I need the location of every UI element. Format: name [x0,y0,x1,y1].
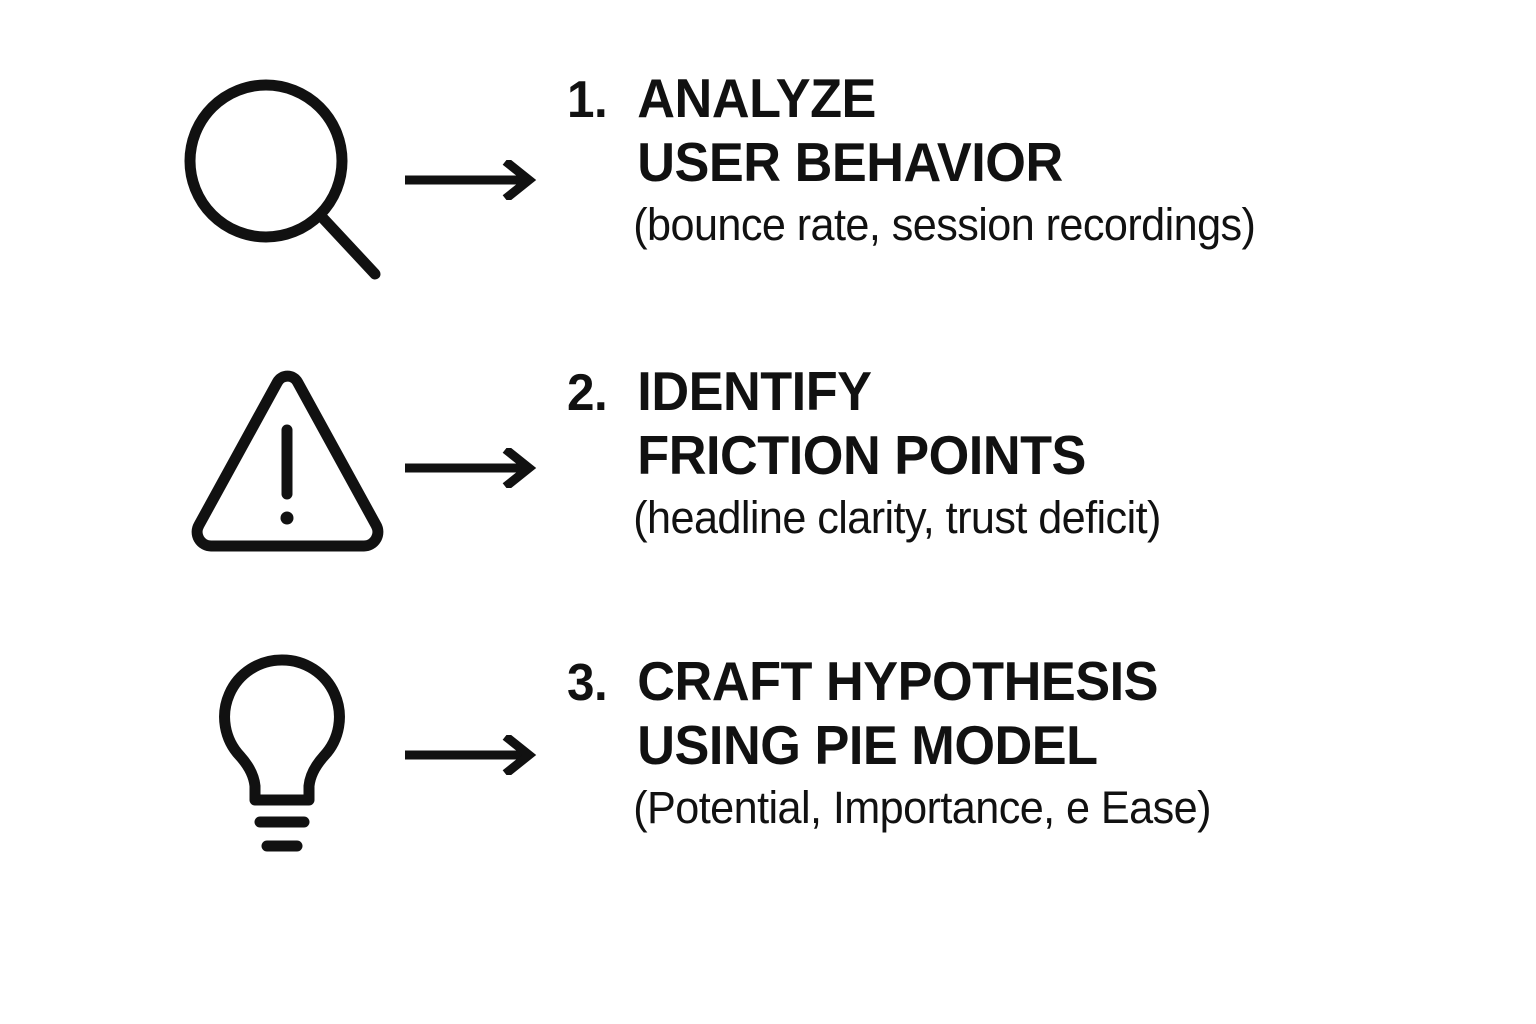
step-icon-cell [175,352,405,582]
step-heading-line-1: ANALYZE [637,67,876,129]
step-heading-line-2: USER BEHAVIOR [637,131,1063,193]
lightbulb-icon [219,654,345,852]
arrow-right-icon [405,448,537,488]
step-text-cell: 1. ANALYZE USER BEHAVIOR (bounce rate, s… [555,60,1536,251]
step-heading-secondary: USING PIE MODEL [567,714,1488,776]
step-icon-cell [175,642,405,872]
magnifier-icon [184,79,381,280]
step-text-cell: 2. IDENTIFY FRICTION POINTS (headline cl… [555,352,1536,544]
step-row: 3. CRAFT HYPOTHESIS USING PIE MODEL (Pot… [0,642,1536,892]
arrow-right-icon [405,160,537,200]
step-heading-line-2: USING PIE MODEL [637,714,1098,776]
step-heading-secondary: USER BEHAVIOR [567,131,1488,193]
step-subtitle: (bounce rate, session recordings) [633,199,1256,250]
step-row: 1. ANALYZE USER BEHAVIOR (bounce rate, s… [0,60,1536,310]
step-row: 2. IDENTIFY FRICTION POINTS (headline cl… [0,352,1536,602]
warning-triangle-icon [191,370,384,552]
connector-cell [405,352,555,582]
step-text-cell: 3. CRAFT HYPOTHESIS USING PIE MODEL (Pot… [555,642,1536,834]
step-subtitle: (Potential, Importance, e Ease) [633,782,1211,833]
step-heading-primary: 3. CRAFT HYPOTHESIS [567,650,1488,714]
step-heading-line-1: IDENTIFY [637,360,872,422]
connector-cell [405,60,555,290]
connector-cell [405,642,555,872]
step-heading-line-2: FRICTION POINTS [637,424,1086,486]
step-heading-line-1: CRAFT HYPOTHESIS [637,650,1159,712]
step-subtitle: (headline clarity, trust deficit) [633,492,1161,543]
step-icon-cell [175,60,405,290]
step-heading-primary: 1. ANALYZE [567,67,1488,131]
step-number: 2. [567,364,608,422]
arrow-right-icon [405,735,537,775]
step-heading-secondary: FRICTION POINTS [567,424,1488,486]
step-number: 3. [567,654,608,712]
step-number: 1. [567,71,608,129]
step-heading-primary: 2. IDENTIFY [567,360,1488,424]
